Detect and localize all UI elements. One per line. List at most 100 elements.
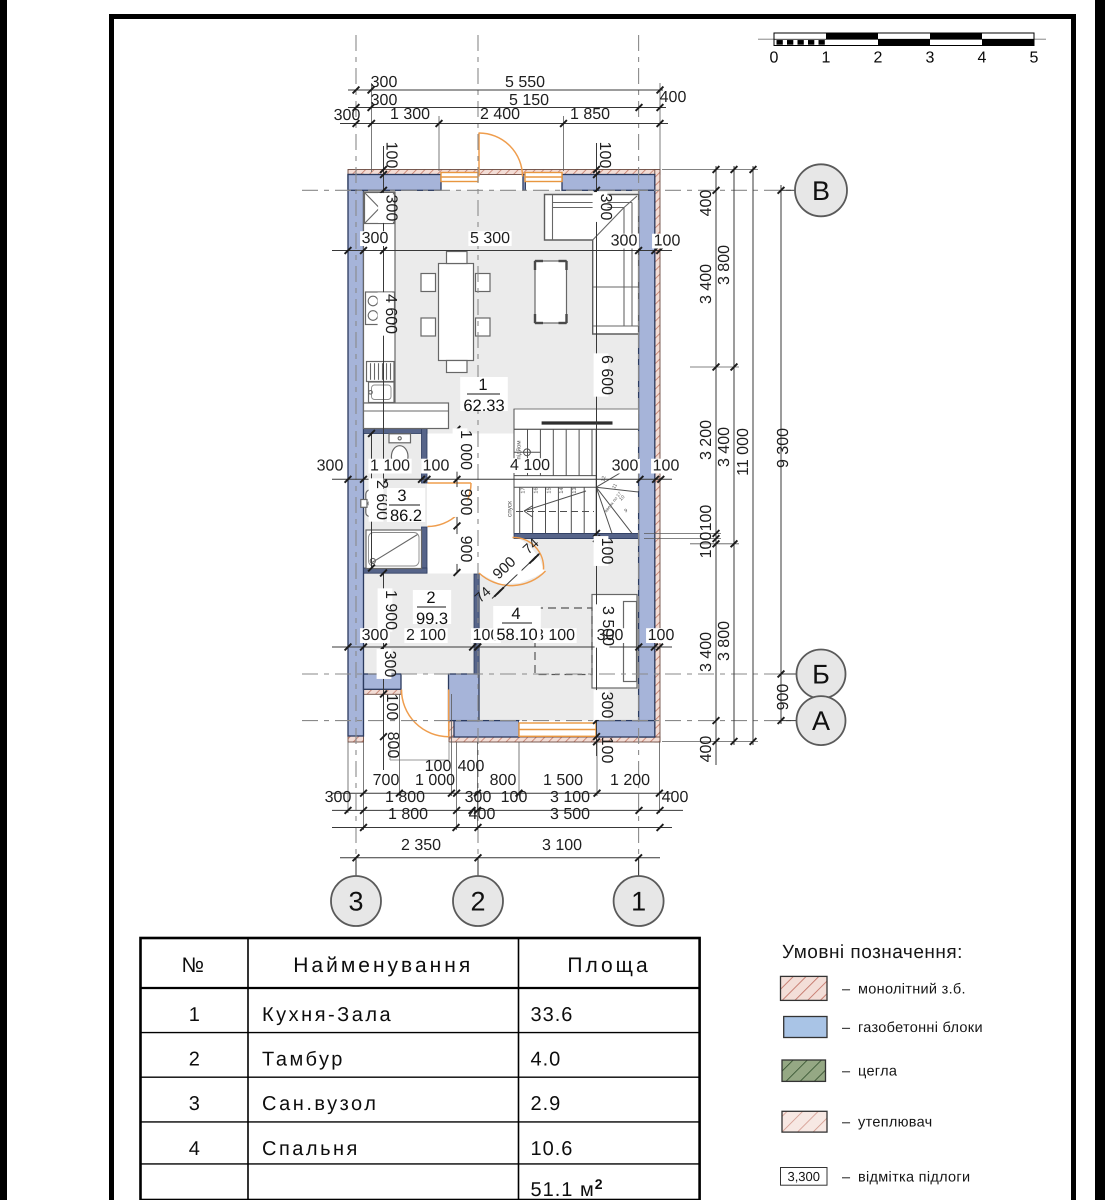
legend-floor-mark-value: 3,300 (787, 1169, 820, 1184)
label-mask (593, 690, 609, 720)
dim-tick (655, 85, 665, 95)
table-cell-num: 4 (189, 1138, 200, 1160)
dim-label: 400 (458, 758, 485, 775)
line (523, 505, 534, 512)
dim-label: 1 900 (382, 590, 399, 630)
table-total-value: 51.1 м (531, 1179, 595, 1200)
dim-label: 1 800 (385, 789, 425, 806)
table-outer-border (139, 936, 701, 1200)
scale-bar-dash (808, 40, 815, 45)
dim-tick (711, 529, 721, 538)
dim-tick (467, 806, 477, 815)
axis-circle-a (795, 695, 847, 746)
room-number: 3 (397, 487, 406, 505)
dim-tick (711, 716, 721, 725)
axis-circle-3 (330, 875, 382, 927)
dim-label: 1 100 (370, 458, 410, 475)
bed-headboard (622, 600, 638, 683)
label-mask (468, 231, 512, 246)
dim-label: 15 (546, 487, 552, 493)
dim-tick (359, 475, 368, 484)
dim-tick (559, 119, 568, 128)
dim-tick (729, 165, 739, 174)
dim-label: 900 (775, 684, 792, 711)
label-mask (609, 233, 639, 249)
frame-right (1071, 14, 1076, 1200)
dim-label: 300 (362, 230, 389, 247)
dim-tick (434, 119, 444, 128)
circle (397, 436, 402, 441)
legend-swatch-blue (783, 1015, 828, 1039)
scale-bar-dash (776, 40, 783, 45)
dim-label: 9 300 (775, 428, 792, 468)
page-edge-right (1095, 0, 1105, 1200)
table-cell-num: 2 (189, 1049, 200, 1071)
scale-bar-number: 5 (1030, 50, 1039, 67)
sink-tap (368, 389, 373, 395)
dim-tick (776, 669, 786, 679)
dim-label: 11 (611, 483, 619, 491)
axis-circle-v-label: В (812, 176, 830, 206)
dim-tick (592, 789, 602, 798)
frame-left (109, 14, 114, 1200)
chair (445, 250, 468, 265)
dim-label: 1 200 (610, 772, 650, 789)
dim-tick (422, 475, 432, 484)
legend-label: відмітка підлоги (858, 1169, 970, 1185)
scale-bar-segment (982, 39, 1034, 46)
dim-label: 100 (654, 233, 681, 250)
dim-label: 800 (490, 772, 517, 789)
dim-tick (655, 806, 665, 815)
dim-tick (379, 568, 388, 578)
dim-tick (650, 642, 659, 652)
dim-tick (452, 568, 462, 577)
room-number: 2 (426, 589, 435, 607)
dim-tick (592, 737, 601, 746)
dim-label: 100 (698, 505, 715, 532)
wall-top-a (347, 173, 442, 191)
insulation-bottom (448, 736, 661, 743)
wall-entry-right (447, 673, 480, 722)
legend-dash: – (842, 1115, 851, 1131)
label-mask (452, 534, 468, 564)
dim-tick (468, 642, 477, 652)
dim-label: 400 (469, 806, 496, 823)
table-total-superscript: 2 (595, 1176, 604, 1192)
axis-circle-a-label: А (812, 706, 830, 736)
door-diag-arc-2 (478, 570, 547, 587)
dim-label: 3 100 (550, 789, 590, 806)
dim-tick (367, 429, 376, 438)
dim-label: 300 (317, 458, 344, 475)
table-cell-area: 2.9 (531, 1093, 562, 1115)
dim-tick (452, 806, 461, 815)
dim-label: 100 (383, 694, 400, 721)
dim-label: підйом (516, 441, 523, 460)
dim-label: 9 (624, 508, 629, 515)
axis-circle-2 (452, 875, 504, 927)
dim-label: 3 100 (542, 837, 582, 854)
legend-label: утеплювач (858, 1115, 933, 1131)
dim-label: 5 300 (470, 230, 510, 247)
dim-tick (366, 85, 376, 95)
scale-bar-dash (797, 40, 804, 45)
dim-label: 300 (598, 692, 615, 719)
dim-tick (417, 475, 426, 484)
dim-tick (729, 737, 739, 746)
dim-tick (634, 103, 644, 112)
dim-label: 2 400 (480, 106, 520, 123)
room-number: 4 (511, 605, 520, 623)
dim-label: 400 (662, 789, 689, 806)
dim-tick (748, 165, 758, 174)
door-diag-arc-1 (512, 536, 545, 570)
dim-label: 100 (596, 142, 613, 169)
dim-label: 2 100 (406, 627, 446, 644)
dim-tick (592, 165, 601, 174)
label-mask (404, 628, 448, 643)
dim-tick (351, 853, 361, 862)
dim-tick (452, 789, 461, 798)
dim-label: 100 (698, 532, 715, 559)
dim-tick (473, 642, 482, 652)
